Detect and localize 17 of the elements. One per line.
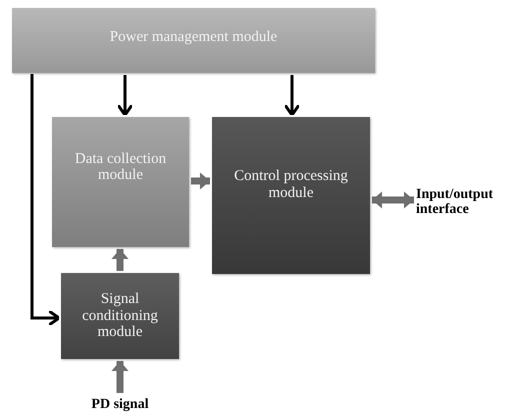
- module-box: [212, 117, 370, 274]
- arrow: [372, 192, 414, 208]
- module-box: [12, 8, 375, 73]
- module-box: [61, 273, 179, 359]
- arrow: [116, 75, 134, 116]
- module-box: [52, 117, 189, 247]
- arrow: [112, 249, 128, 271]
- interface-label: Input/output interface: [416, 188, 494, 218]
- module-label: Signal conditioning module: [81, 291, 159, 341]
- arrow: [112, 361, 128, 393]
- module-label: Data collection module: [74, 150, 168, 184]
- signal-label: PD signal: [91, 398, 149, 412]
- arrow: [30, 74, 60, 326]
- arrow: [191, 172, 210, 190]
- module-label: Control processing module: [233, 168, 349, 201]
- arrow: [284, 75, 300, 116]
- module-label: Power management module: [108, 29, 278, 46]
